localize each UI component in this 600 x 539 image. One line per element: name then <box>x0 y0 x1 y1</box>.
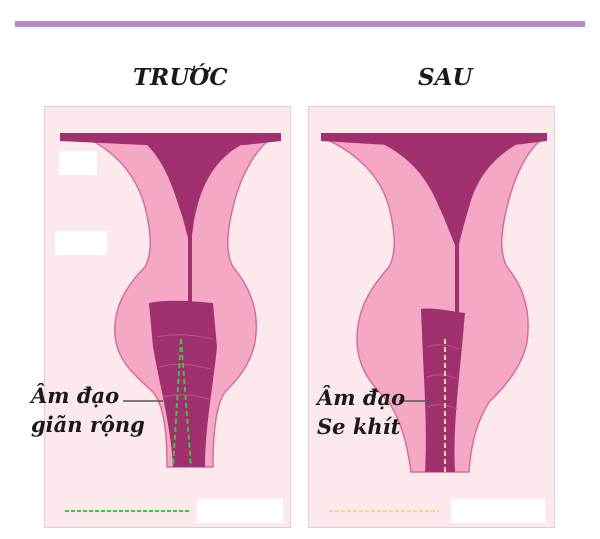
blank-box-3 <box>197 499 283 523</box>
after-anatomy-illustration <box>320 133 548 512</box>
after-top-rim <box>321 133 547 145</box>
heading-after: SAU <box>418 64 473 91</box>
after-cervical-canal <box>455 241 459 312</box>
after-caption-line2: Se khít <box>317 414 401 439</box>
before-upper-cavity <box>145 143 245 242</box>
blank-box-4 <box>451 499 545 523</box>
before-caption-line1: Âm đạo <box>31 383 120 408</box>
top-divider-bar <box>15 21 585 27</box>
before-anatomy-illustration <box>60 133 281 512</box>
before-caption: Âm đạo giãn rộng <box>31 381 145 439</box>
blank-box-2 <box>55 231 107 255</box>
before-vaginal-canal <box>149 300 217 467</box>
panel-after: Âm đạo Se khít <box>308 106 555 528</box>
panel-before: Âm đạo giãn rộng <box>31 106 291 528</box>
before-caption-line2: giãn rộng <box>31 412 145 437</box>
before-width-marker-right <box>180 338 192 468</box>
after-upper-cavity <box>381 143 519 245</box>
before-cervical-canal <box>188 237 192 303</box>
before-top-rim <box>60 133 281 145</box>
after-vaginal-canal <box>421 308 465 472</box>
before-width-marker-left <box>172 338 182 468</box>
heading-before: TRƯỚC <box>133 64 228 91</box>
blank-box-1 <box>59 151 97 175</box>
after-caption-line1: Âm đạo <box>317 385 406 410</box>
after-caption: Âm đạo Se khít <box>317 383 405 441</box>
